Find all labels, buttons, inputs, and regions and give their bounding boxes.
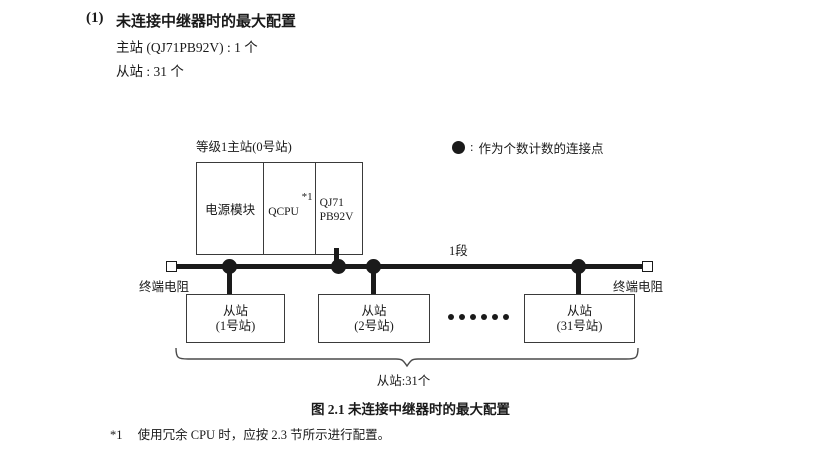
figure-caption: 图 2.1 未连接中继器时的最大配置 xyxy=(310,402,511,417)
bus-trunk-line xyxy=(176,264,643,269)
terminal-resistor-left-label: 终端电阻 xyxy=(139,280,190,294)
legend-label: 作为个数计数的连接点 xyxy=(478,142,604,156)
legend-separator: : xyxy=(470,140,474,154)
footnote-text: 使用冗余 CPU 时，应按 2.3 节所示进行配置。 xyxy=(137,428,391,442)
slave-station-number: (1号站) xyxy=(215,318,256,333)
qcpu-cell: QCPU *1 xyxy=(264,163,316,254)
footnote-marker: *1 xyxy=(110,428,123,442)
master-drop-line xyxy=(334,248,339,268)
terminal-resistor-left-icon xyxy=(166,261,177,272)
slave-group-label: 从站:31个 xyxy=(0,370,821,389)
slave-drop-line xyxy=(371,266,376,295)
slave-group-brace xyxy=(175,347,639,368)
slave-station-number: (31号站) xyxy=(556,318,603,333)
ellipsis-dot xyxy=(448,314,454,320)
slave-station-title: 从站 xyxy=(566,303,592,318)
slave-station-box: 从站 (1号站) xyxy=(186,294,285,343)
legend: : 作为个数计数的连接点 xyxy=(452,138,604,157)
power-module-label: 电源模块 xyxy=(205,203,256,217)
connection-point-dot xyxy=(331,259,346,274)
terminal-resistor-right-label: 终端电阻 xyxy=(613,280,664,294)
ellipsis-dot xyxy=(481,314,487,320)
heading-number: (1) xyxy=(86,10,104,26)
ellipsis-dot xyxy=(459,314,465,320)
master-station-label: 等级1主站(0号站) xyxy=(196,140,292,154)
filled-circle-icon xyxy=(452,141,465,154)
qcpu-footnote-marker: *1 xyxy=(301,191,313,203)
ellipsis-dot xyxy=(470,314,476,320)
slave-station-box: 从站 (2号站) xyxy=(318,294,430,343)
slave-station-box: 从站 (31号站) xyxy=(524,294,635,343)
terminal-resistor-right-icon xyxy=(642,261,653,272)
ellipsis-dot xyxy=(492,314,498,320)
spec-master-count: 主站 (QJ71PB92V) : 1 个 xyxy=(116,40,258,55)
segment-label: 1段 xyxy=(449,244,468,258)
slave-group-label-text: 从站:31个 xyxy=(376,374,431,388)
slave-drop-line xyxy=(227,266,232,295)
slave-station-number: (2号站) xyxy=(354,318,394,333)
slave-station-title: 从站 xyxy=(361,303,387,318)
spec-slave-count: 从站 : 31 个 xyxy=(116,64,184,79)
ellipsis-dots xyxy=(448,314,509,320)
footnote: *1 使用冗余 CPU 时，应按 2.3 节所示进行配置。 xyxy=(110,424,390,443)
slave-drop-line xyxy=(576,266,581,295)
qcpu-label: QCPU xyxy=(268,206,299,218)
slave-station-title: 从站 xyxy=(222,303,248,318)
page-title: 未连接中继器时的最大配置 xyxy=(116,14,297,30)
ellipsis-dot xyxy=(503,314,509,320)
power-module-cell: 电源模块 xyxy=(197,163,265,254)
